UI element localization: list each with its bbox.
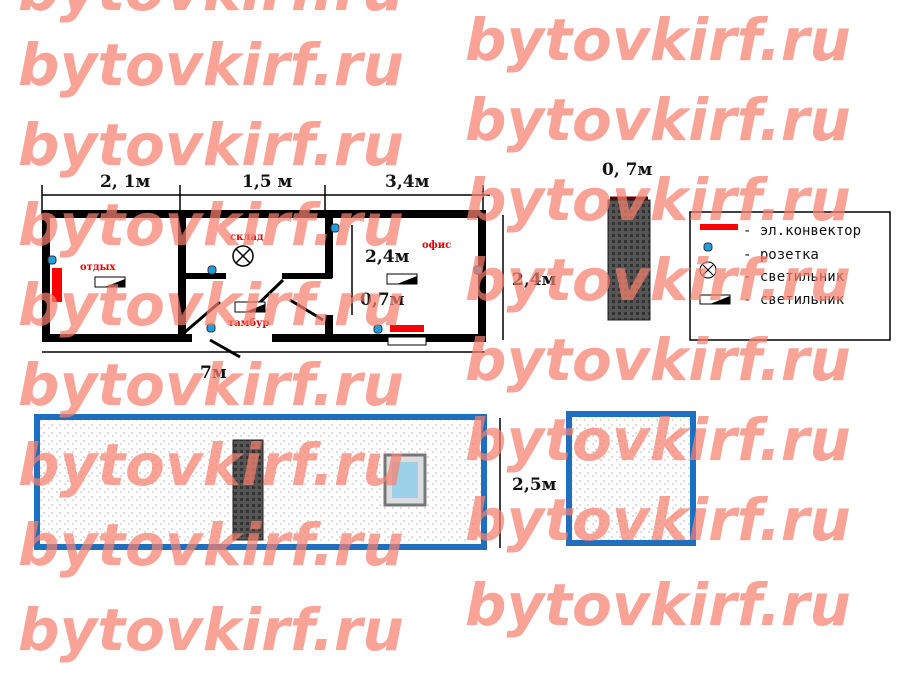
room-label-rest: отдых: [80, 262, 117, 273]
facade-side: [566, 411, 696, 546]
watermarks: bytovkirf.ru bytovkirf.ru bytovkirf.ru byto…: [18, 0, 851, 664]
dim-side-height: 2,5м: [512, 475, 557, 495]
dimension-lines: [41, 185, 504, 353]
dim-room1: 2, 1м: [100, 172, 150, 192]
watermark-text: bytovkirf.ru: [18, 111, 404, 179]
watermark-text: bytovkirf.ru: [465, 326, 851, 394]
legend-ceiling-light: - светильник: [743, 269, 845, 285]
door-element: [607, 199, 651, 321]
room-label-storage: склад: [230, 232, 264, 243]
dim-height-lower: 0,7м: [360, 290, 405, 310]
legend-socket: - розетка: [743, 247, 819, 263]
watermark-text: bytovkirf.ru: [18, 271, 404, 339]
watermark-text: bytovkirf.ru: [465, 246, 851, 314]
watermark-text: bytovkirf.ru: [18, 31, 404, 99]
legend-convector: - эл.конвектор: [743, 223, 861, 239]
room-label-vestibule: тамбур: [228, 318, 269, 329]
facade-door: [232, 439, 264, 541]
watermark-text: bytovkirf.ru: [465, 486, 851, 554]
convector-office: [390, 325, 424, 332]
watermark-text: bytovkirf.ru: [18, 596, 404, 664]
convector-rest: [52, 268, 62, 302]
watermark-text: bytovkirf.ru: [18, 191, 404, 259]
watermark-text: bytovkirf.ru: [465, 86, 851, 154]
walls: [42, 210, 486, 342]
watermark-text: bytovkirf.ru: [18, 0, 404, 24]
watermark-text: bytovkirf.ru: [465, 406, 851, 474]
watermark-text: bytovkirf.ru: [465, 571, 851, 639]
watermark-text: bytovkirf.ru: [18, 431, 404, 499]
dim-room3: 3,4м: [385, 172, 430, 192]
lamp-icons: [94, 245, 418, 313]
dim-height-upper: 2,4м: [365, 247, 410, 267]
window-office: [387, 336, 427, 346]
sockets: [47, 223, 483, 334]
watermark-text: bytovkirf.ru: [18, 351, 404, 419]
dim-room2: 1,5 м: [242, 172, 292, 192]
watermark-text: bytovkirf.ru: [18, 511, 404, 579]
dim-total-length: 7м: [200, 363, 227, 383]
dim-door-width: 0, 7м: [602, 160, 652, 180]
watermark-text: bytovkirf.ru: [465, 6, 851, 74]
legend-wall-light: - светильник: [743, 292, 845, 308]
watermark-text: bytovkirf.ru: [465, 166, 851, 234]
legend: - эл.конвектор - розетка - светильник - …: [689, 211, 891, 341]
dim-total-width: 2,4м: [512, 270, 557, 290]
room-label-office: офис: [422, 240, 451, 251]
